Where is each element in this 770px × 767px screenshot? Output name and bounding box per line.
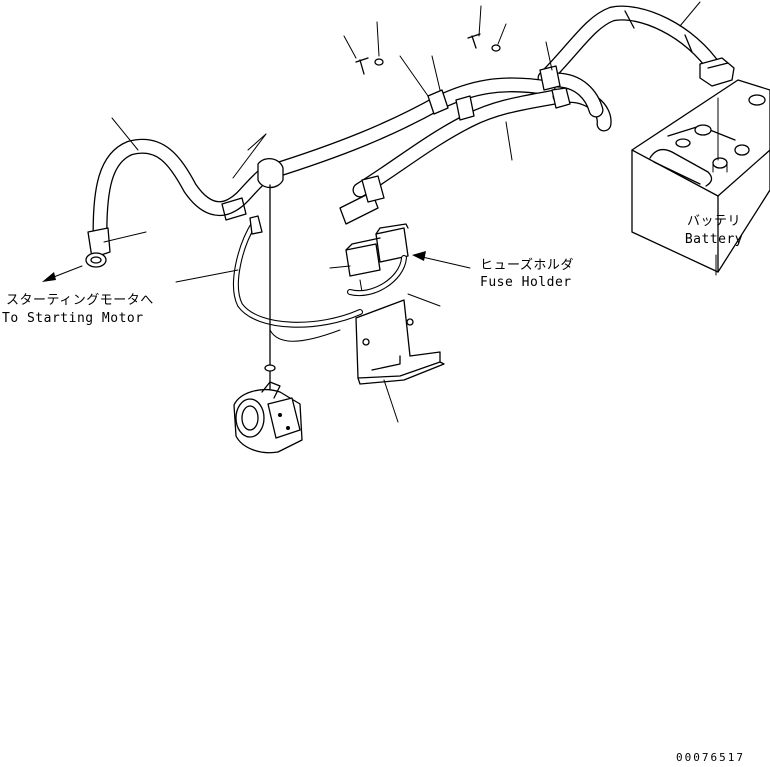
fuse-holder-icon bbox=[329, 223, 445, 385]
battery-cable bbox=[537, 5, 735, 87]
starting-motor-icon bbox=[232, 184, 363, 454]
battery-label-jp: バッテリ bbox=[686, 214, 741, 229]
battery-icon bbox=[631, 79, 770, 273]
starting-motor-label-en: To Starting Motor bbox=[2, 311, 144, 326]
clamps bbox=[355, 33, 571, 121]
direction-arrow-icon bbox=[42, 251, 471, 282]
starting-motor-label-jp: スターティングモータへ bbox=[6, 293, 154, 308]
fuse-holder-label-en: Fuse Holder bbox=[480, 275, 572, 290]
drawing-number: 00076517 bbox=[676, 751, 745, 764]
leader-lines bbox=[103, 1, 717, 423]
battery-label-en: Battery bbox=[684, 232, 744, 247]
fuse-holder-label-jp: ヒューズホルダ bbox=[480, 258, 574, 273]
